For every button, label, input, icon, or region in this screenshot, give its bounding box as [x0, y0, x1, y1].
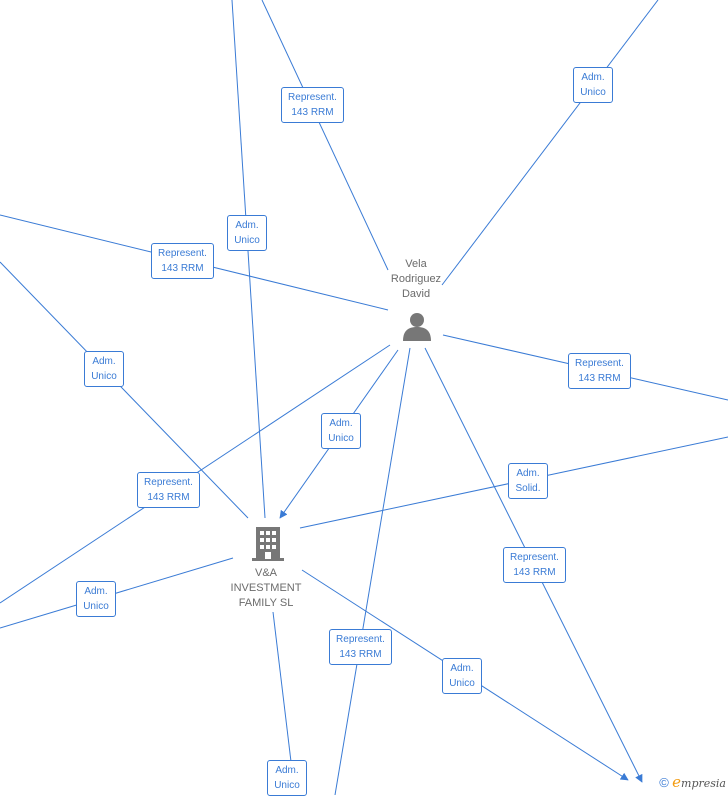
edge-label-adm-unico[interactable]: Adm.Unico	[267, 760, 307, 796]
edge-label-adm-unico[interactable]: Adm.Unico	[442, 658, 482, 694]
edge-label-represent[interactable]: Represent.143 RRM	[503, 547, 566, 583]
edge-label-adm-solid[interactable]: Adm.Solid.	[508, 463, 548, 499]
edge-label-adm-unico[interactable]: Adm.Unico	[573, 67, 613, 103]
edge	[0, 557, 234, 629]
edge	[441, 0, 659, 286]
edge	[272, 611, 293, 771]
edge	[261, 0, 389, 271]
copyright-icon: ©	[659, 775, 669, 790]
edge-label-adm-unico[interactable]: Adm.Unico	[321, 413, 361, 449]
empresia-logo[interactable]: © empresia	[659, 773, 726, 791]
edge-label-adm-unico[interactable]: Adm.Unico	[84, 351, 124, 387]
edge-label-represent[interactable]: Represent.143 RRM	[137, 472, 200, 508]
edge-label-adm-unico[interactable]: Adm.Unico	[76, 581, 116, 617]
edge-label-represent[interactable]: Represent.143 RRM	[329, 629, 392, 665]
company-node-name[interactable]: V&A INVESTMENT FAMILY SL	[230, 567, 302, 609]
building-icon[interactable]	[252, 525, 284, 561]
edge	[0, 261, 249, 519]
person-icon[interactable]	[402, 311, 432, 341]
edge-label-represent[interactable]: Represent.143 RRM	[281, 87, 344, 123]
edge-label-represent[interactable]: Represent.143 RRM	[568, 353, 631, 389]
edge-label-represent[interactable]: Represent.143 RRM	[151, 243, 214, 279]
edge	[334, 347, 411, 795]
person-node-name[interactable]: Vela Rodriguez David	[390, 258, 442, 300]
edge	[231, 0, 266, 519]
edge-label-adm-unico[interactable]: Adm.Unico	[227, 215, 267, 251]
